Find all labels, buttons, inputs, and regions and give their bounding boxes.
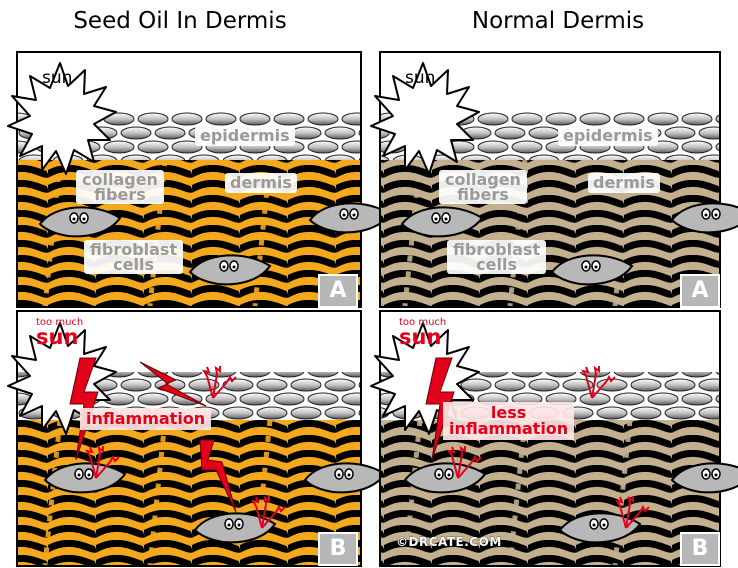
collagen-line1: collagen [82, 170, 158, 189]
dermis-label: dermis [225, 173, 297, 193]
copyright-watermark: ©DRCATE.COM [396, 535, 502, 550]
sun-label: sun [42, 68, 73, 88]
fibroblast-line2: cells [113, 255, 154, 274]
panel-letter-b: B [680, 532, 720, 566]
inflammation-text: inflammation [449, 419, 569, 438]
less-text: less [490, 403, 527, 422]
panel-seed-oil-b [7, 310, 386, 567]
title-normal: Normal Dermis [471, 8, 645, 34]
sun-red-text: sun [36, 325, 79, 349]
epidermis-label: epidermis [195, 126, 295, 146]
panel-seed-oil-a [7, 51, 391, 308]
collagen-fibers-label: collagen fibers [439, 170, 527, 204]
too-much-text: too much [399, 317, 447, 328]
less-inflammation-label: less inflammation [443, 402, 575, 440]
collagen-line2: fibers [94, 185, 146, 204]
fibroblast-line1: fibroblast [453, 240, 541, 259]
fibroblast-line2: cells [476, 255, 517, 274]
fibroblast-cells-label: fibroblast cells [447, 240, 547, 274]
panel-normal-a [370, 51, 738, 308]
collagen-line1: collagen [445, 170, 521, 189]
fibroblast-line1: fibroblast [90, 240, 178, 259]
title-seed-oil: Seed Oil In Dermis [73, 8, 287, 34]
too-much-sun-label: too much sun [399, 318, 446, 348]
collagen-fibers-label: collagen fibers [76, 170, 164, 204]
panel-letter-b: B [318, 532, 358, 566]
sun-red-text: sun [399, 325, 442, 349]
inflammation-label: inflammation [80, 408, 212, 430]
fibroblast-cells-label: fibroblast cells [84, 240, 184, 274]
dermis-label: dermis [588, 173, 660, 193]
panel-letter-a: A [680, 274, 720, 308]
too-much-text: too much [36, 317, 84, 328]
too-much-sun-label: too much sun [36, 318, 83, 348]
sun-label: sun [405, 68, 436, 88]
collagen-line2: fibers [457, 185, 509, 204]
epidermis-label: epidermis [558, 126, 658, 146]
panel-letter-a: A [318, 274, 358, 308]
